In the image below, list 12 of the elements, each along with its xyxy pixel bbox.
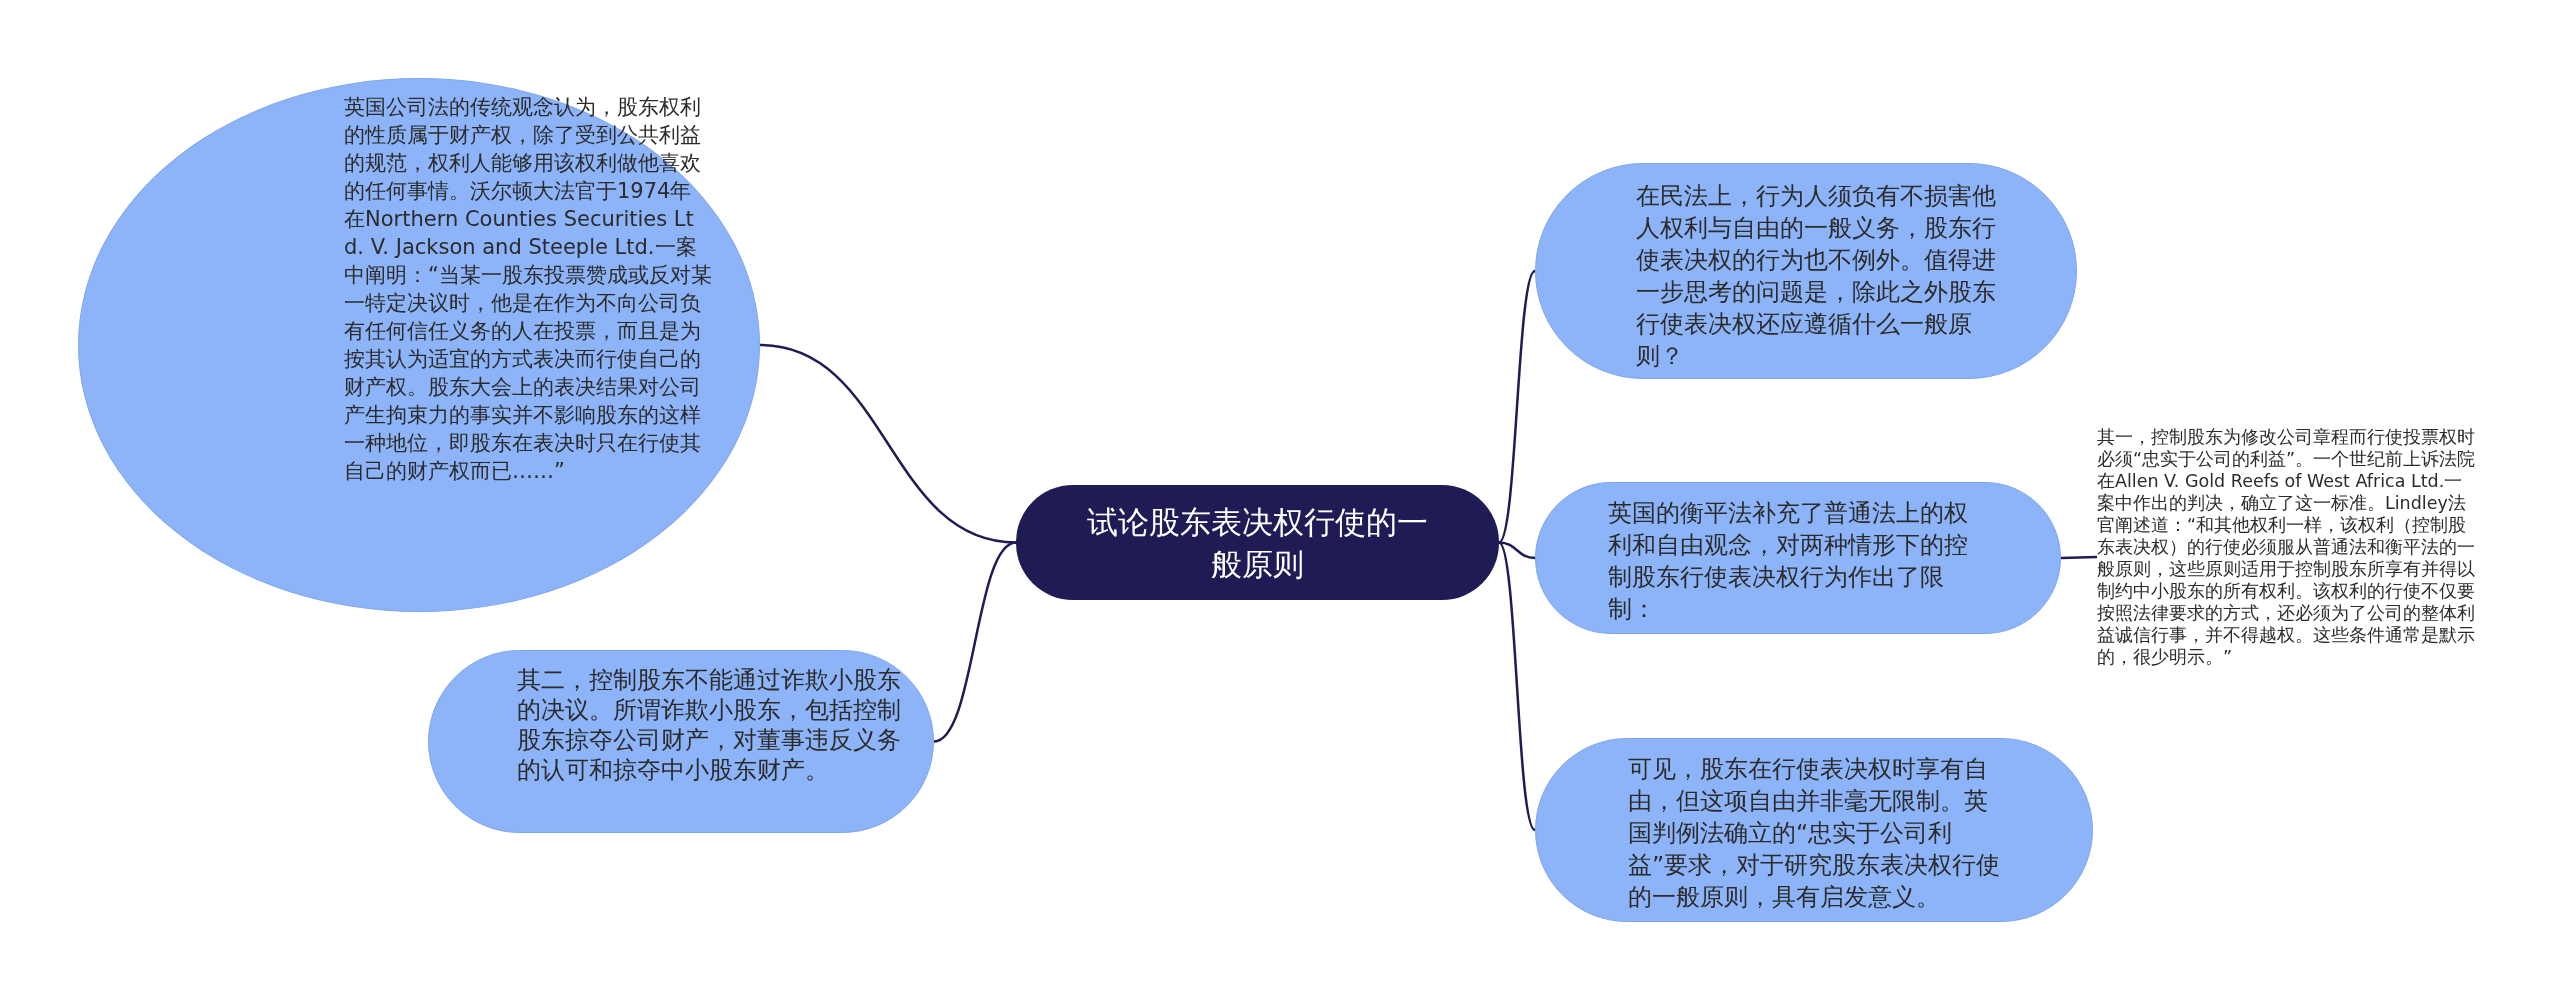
topic-text: 试论股东表决权行使的一般原则 xyxy=(1086,502,1429,584)
topic-text: 可见，股东在行使表决权时享有自由，但这项自由并非毫无限制。英国判例法确立的“忠实于公司利益”要求，对于研究股东表决权行使的一般原则，具有启发意义。 xyxy=(1628,754,2002,913)
connector-line xyxy=(2060,555,2098,560)
connector-line xyxy=(759,343,1017,544)
connector-line xyxy=(1498,541,1536,560)
note-text: 其一，控制股东为修改公司章程而行使投票权时必须“忠实于公司的利益”。一个世纪前上诉法院在Allen V. Gold Reefs of West Africa Ltd.一案中作出的判决，确立了这一标准。Lindley法官阐述道：“和其他权利一样，该权利（控制股东表决权）的行使必须服从普通法和衡平法的一般原则，这些原则适用于控制股东所享有并得以制约中小股东的所有权利。该权利的行使不仅要按照法律要求的方式，还必须为了公司的整体利益诚信行事，并不得越权。这些条件通常是默示的，很少明示。” xyxy=(2097,426,2477,668)
connector-line xyxy=(933,541,1017,743)
topic-text: 在民法上，行为人须负有不损害他人权利与自由的一般义务，股东行使表决权的行为也不例外。值得进一步思考的问题是，除此之外股东行使表决权还应遵循什么一般原则？ xyxy=(1636,181,1997,372)
topic-text: 英国的衡平法补充了普通法上的权利和自由观念，对两种情形下的控制股东行使表决权行为作出了限制： xyxy=(1608,498,1969,625)
connector-line xyxy=(1498,541,1536,831)
topic-text: 其二，控制股东不能通过诈欺小股东的决议。所谓诈欺小股东，包括控制股东掠夺公司财产，对董事违反义务的认可和掠夺中小股东财产。 xyxy=(517,665,902,785)
connector-line xyxy=(1498,270,1536,544)
